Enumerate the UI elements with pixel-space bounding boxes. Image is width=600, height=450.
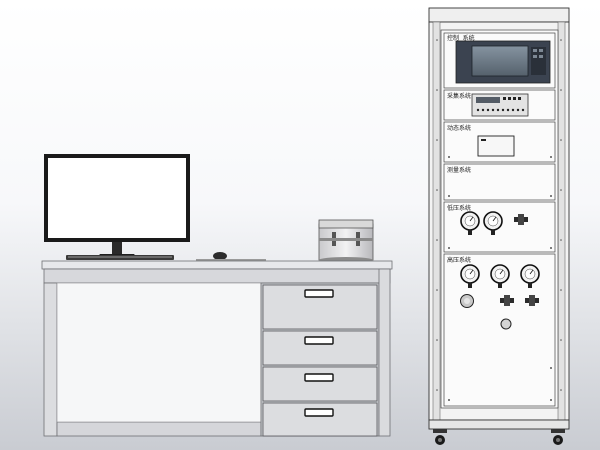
panel-label: 测量系统 — [447, 166, 471, 174]
desk-top — [41, 260, 393, 270]
panel-label: 低压系统 — [447, 204, 471, 212]
desk — [41, 260, 393, 437]
drawer-handle[interactable] — [304, 373, 334, 382]
drawer-handle[interactable] — [304, 336, 334, 345]
pressure-gauge — [490, 264, 510, 288]
drawer-3[interactable] — [262, 366, 378, 402]
monitor-screen — [48, 158, 186, 238]
mouse — [213, 252, 227, 260]
caster-left — [433, 429, 447, 445]
valve-fitting[interactable] — [500, 295, 514, 306]
control-knob[interactable] — [500, 318, 512, 330]
instrument-case — [318, 219, 374, 263]
control-display — [471, 45, 529, 77]
pressure-gauge — [483, 211, 503, 235]
panel-label: 控制 系统 — [447, 34, 475, 42]
drawer-handle[interactable] — [304, 408, 334, 417]
control-knob[interactable] — [460, 294, 474, 308]
drawer-1[interactable] — [262, 284, 378, 330]
panel-high-pressure-system: 高压系统 — [443, 253, 556, 407]
valve-fitting[interactable] — [514, 214, 528, 225]
equipment-cabinet: 控制 系统 采集系统 动态系统 — [428, 7, 570, 445]
panel-label: 采集系统 — [447, 92, 471, 100]
panel-label: 高压系统 — [447, 256, 471, 264]
pressure-gauge — [460, 211, 480, 235]
valve-fitting[interactable] — [525, 295, 539, 306]
pressure-gauge — [460, 264, 480, 288]
panel-dynamic-system: 动态系统 — [443, 121, 556, 163]
monitor-neck — [112, 242, 122, 254]
monitor — [44, 154, 190, 259]
pressure-gauge — [520, 264, 540, 288]
panel-acquisition-system: 采集系统 — [443, 89, 556, 121]
drawer-4[interactable] — [262, 402, 378, 437]
drawer-handle[interactable] — [304, 289, 334, 298]
drawer-2[interactable] — [262, 330, 378, 366]
panel-low-pressure-system: 低压系统 — [443, 201, 556, 253]
panel-measurement-system: 测量系统 — [443, 163, 556, 201]
panel-control-system: 控制 系统 — [443, 32, 556, 89]
caster-right — [551, 429, 565, 445]
dynamic-unit — [477, 135, 515, 157]
desk-left-leg — [43, 282, 58, 437]
mousepad — [196, 259, 266, 261]
panel-label: 动态系统 — [447, 124, 471, 132]
